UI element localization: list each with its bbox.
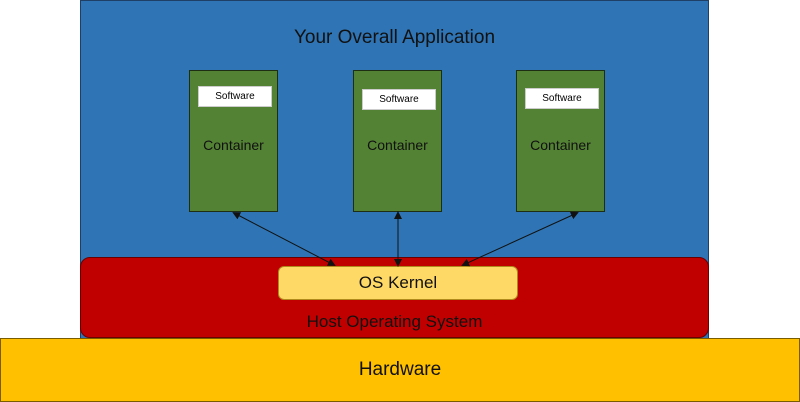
- container-1: Software Container: [189, 70, 278, 212]
- host-os-label: Host Operating System: [306, 312, 483, 331]
- software-label-3: Software: [525, 88, 599, 109]
- hardware-box: Hardware: [0, 338, 800, 402]
- software-label-1: Software: [198, 86, 272, 107]
- container-2: Software Container: [353, 70, 442, 212]
- software-label-2: Software: [362, 89, 436, 110]
- container-3: Software Container: [516, 70, 605, 212]
- container-label-3: Container: [530, 137, 591, 153]
- application-title: Your Overall Application: [293, 27, 496, 48]
- os-kernel-box: OS Kernel: [278, 266, 518, 300]
- container-label-1: Container: [203, 137, 264, 153]
- container-label-2: Container: [367, 137, 428, 153]
